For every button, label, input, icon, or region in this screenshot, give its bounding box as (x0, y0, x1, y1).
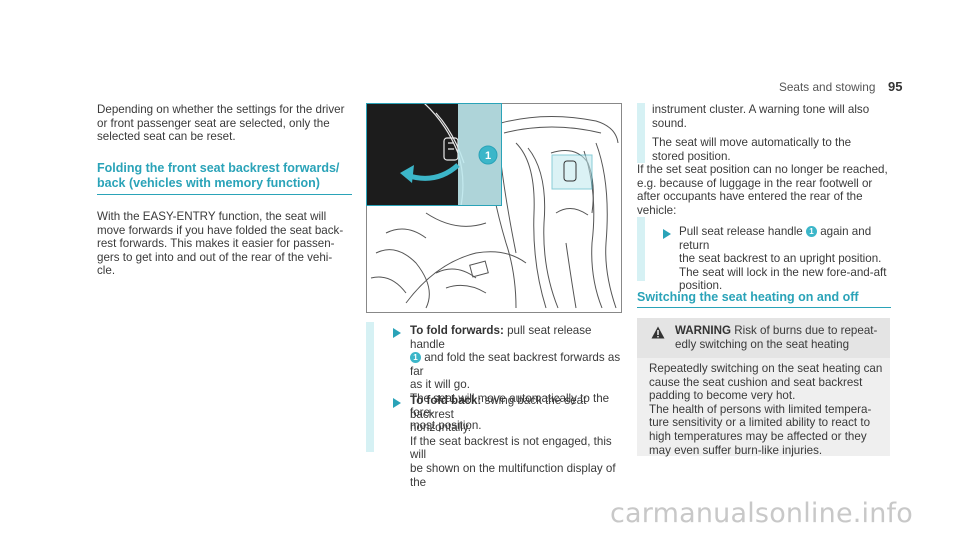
step-line: position. (679, 279, 723, 293)
body-line: rest forwards. This makes it easier for … (97, 237, 335, 251)
step-return-backrest: Pull seat release handle 1 again and ret… (679, 225, 894, 293)
step-label: To fold back: (410, 394, 482, 407)
continued-text: instrument cluster. A warning tone will … (652, 103, 892, 130)
watermark: carmanualsonline.info (610, 498, 913, 529)
step-arrow-icon (393, 328, 401, 338)
warning-line: Repeatedly switching on the seat heating… (649, 362, 883, 375)
step-label: To fold forwards: (410, 324, 504, 337)
intro-line: selected seat can be reset. (97, 130, 236, 144)
step-fold-back: To fold back: swing back the seat backre… (410, 394, 625, 489)
text-line: If the set seat position can no longer b… (637, 163, 888, 176)
warning-label: WARNING (675, 324, 732, 337)
step-line: be shown on the multifunction display of… (410, 461, 616, 489)
warning-text: Risk of burns due to repeat- (734, 324, 878, 337)
step-fold-forwards: To fold forwards: pull seat release hand… (410, 324, 625, 433)
body-line: With the EASY-ENTRY function, the seat w… (97, 210, 327, 223)
easy-entry-paragraph: With the EASY-ENTRY function, the seat w… (97, 210, 357, 278)
seat-illustration: 1 (366, 102, 622, 313)
section-heading-seat-heating: Switching the seat heating on and off (637, 290, 859, 304)
step-text: again and return (679, 225, 872, 252)
body-line: move forwards if you have folded the sea… (97, 223, 344, 237)
step-line: most position. (410, 419, 482, 433)
page-number: 95 (888, 79, 903, 94)
text-line: after occupants have entered the rear of… (637, 190, 863, 204)
seat-drawing (366, 102, 622, 313)
warning-header (637, 318, 890, 358)
step-text: pull seat release handle (410, 324, 592, 351)
intro-paragraph: Depending on whether the settings for th… (97, 103, 357, 144)
step-line: and fold the seat backrest forwards as f… (410, 351, 621, 378)
step-arrow-icon (393, 398, 401, 408)
warning-line: high temperatures may be affected or the… (649, 429, 867, 443)
step-line: If the seat backrest is not engaged, thi… (410, 434, 612, 462)
intro-line: Depending on whether the settings for th… (97, 103, 345, 116)
body-line: cle. (97, 264, 116, 278)
callout-number: 1 (484, 150, 492, 162)
handle-badge: 1 (410, 352, 421, 364)
text-line: stored position. (652, 149, 731, 163)
heading-rule (637, 307, 891, 308)
step-text: Pull seat release handle (679, 225, 803, 238)
warning-box: WARNING Risk of burns due to repeat- edl… (637, 318, 890, 457)
body-line: gers to get into and out of the rear of … (97, 250, 333, 264)
reached-paragraph: If the set seat position can no longer b… (637, 163, 892, 218)
warning-body: Repeatedly switching on the seat heating… (649, 362, 887, 457)
warning-line: cause the seat cushion and seat backrest (649, 375, 863, 389)
text-line: The seat will move automatically to the (652, 136, 852, 149)
warning-text: edly switching on the seat heating (675, 337, 850, 351)
heading-rule (97, 194, 352, 195)
text-line: e.g. because of luggage in the rear foot… (637, 176, 873, 190)
warning-line: padding to become very hot. (649, 389, 796, 403)
continued-text-2: The seat will move automatically to the … (652, 136, 892, 163)
warning-line: The health of persons with limited tempe… (649, 402, 872, 416)
text-line: vehicle: (637, 203, 677, 217)
section-heading-folding: Folding the front seat backrest forwards… (97, 161, 357, 191)
step-line: horizontally. (410, 421, 472, 435)
warning-line: may even suffer burn-like injuries. (649, 443, 823, 457)
step-bar (366, 322, 374, 452)
step-text: swing back the seat backrest (410, 394, 587, 421)
warning-title: WARNING Risk of burns due to repeat- edl… (675, 324, 887, 351)
warning-triangle-icon (651, 326, 665, 339)
step-line: The seat will lock in the new fore-and-a… (679, 265, 887, 279)
warning-line: ture sensitivity or a limited ability to… (649, 416, 871, 430)
step-arrow-icon (663, 229, 671, 239)
text-line: sound. (652, 116, 687, 130)
heading-line: back (vehicles with memory function) (97, 176, 320, 190)
running-header: Seats and stowing (779, 80, 876, 94)
intro-line: or front passenger seat are selected, on… (97, 116, 330, 130)
step-line: the seat backrest to an upright position… (679, 252, 882, 266)
step-line: The seat will move automatically to the … (410, 391, 610, 419)
handle-badge: 1 (805, 226, 817, 237)
heading-line: Folding the front seat backrest forwards… (97, 161, 340, 175)
step-line: as it will go. (410, 378, 470, 392)
text-line: instrument cluster. A warning tone will … (652, 103, 870, 116)
